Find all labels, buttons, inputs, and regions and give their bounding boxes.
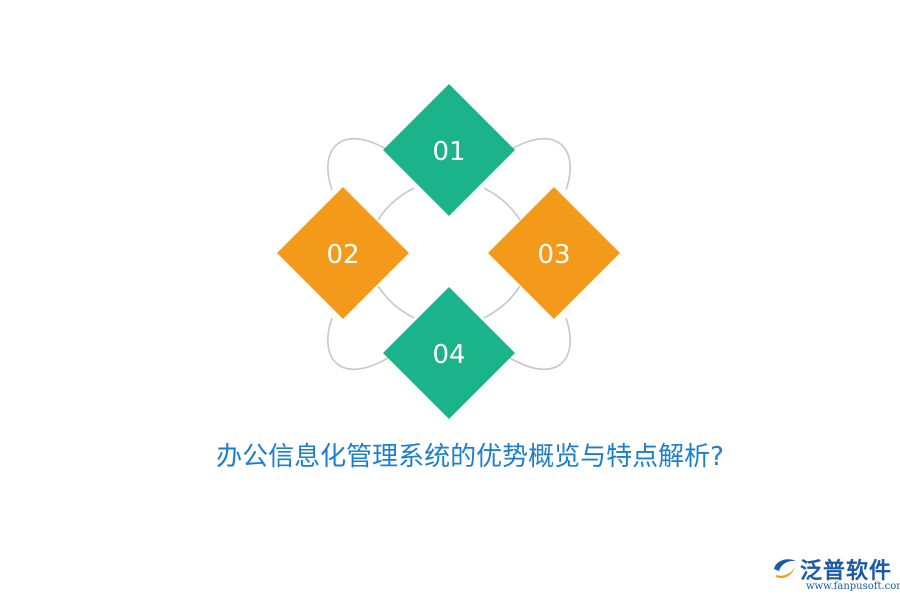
diamond-03: 03: [488, 187, 620, 319]
inner-link-bottom-right: [483, 285, 521, 319]
diamond-02-label: 02: [326, 240, 359, 270]
inner-link-top-left: [377, 187, 415, 221]
brand-logo: 泛普软件 www.fanpusoft.com: [770, 553, 900, 597]
logo-url: www.fanpusoft.com: [806, 581, 900, 592]
diamond-03-shape: [488, 187, 620, 319]
diamond-02-shape: [277, 187, 409, 319]
outer-ring-top-right: [509, 138, 571, 191]
outer-ring-bottom-right: [509, 317, 571, 370]
diamond-04-shape: [383, 287, 515, 419]
diamond-04: 04: [383, 287, 515, 419]
logo-name: 泛普软件: [800, 559, 893, 584]
logo-mark-icon: [774, 559, 796, 578]
diamond-01-shape: [383, 84, 515, 216]
connector-rings: [327, 138, 571, 370]
page-title: 办公信息化管理系统的优势概览与特点解析?: [216, 442, 724, 472]
outer-ring-bottom-left: [327, 317, 389, 370]
inner-link-bottom-left: [377, 285, 415, 319]
diamond-01: 01: [383, 84, 515, 216]
diamond-04-label: 04: [432, 340, 465, 370]
outer-ring-top-left: [327, 138, 389, 191]
diamond-03-label: 03: [537, 240, 570, 270]
inner-link-top-right: [483, 187, 521, 221]
diamond-02: 02: [277, 187, 409, 319]
diamond-01-label: 01: [432, 137, 465, 167]
